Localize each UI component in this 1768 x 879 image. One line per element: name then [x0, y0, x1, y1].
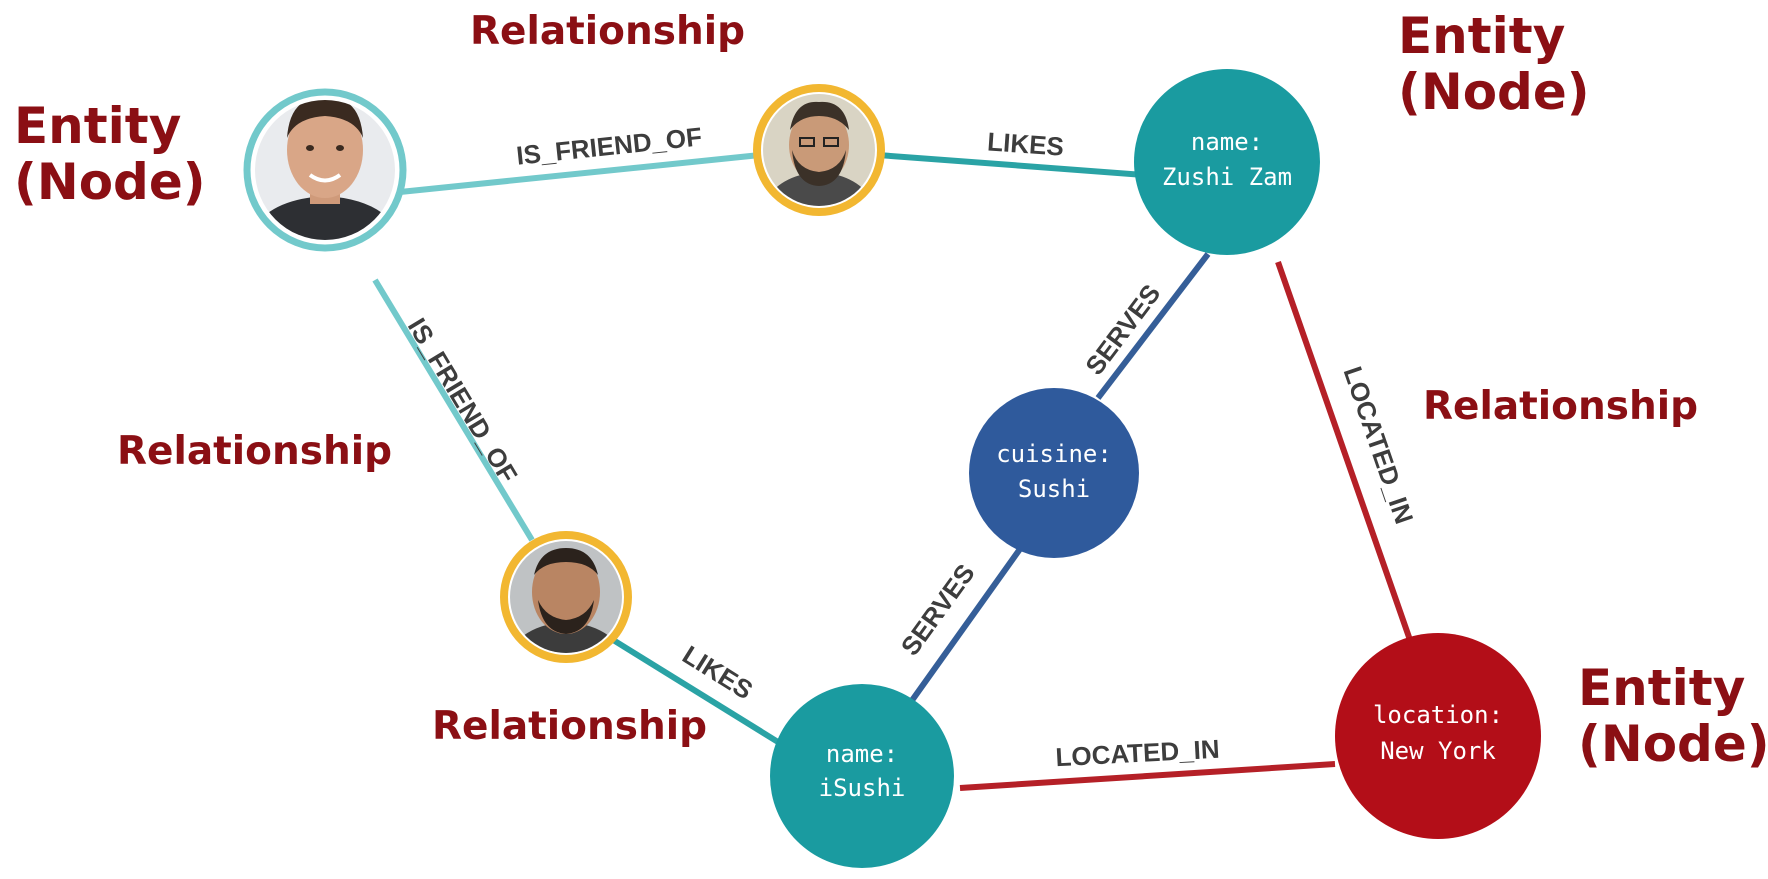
node-isushi-line2: iSushi: [819, 774, 906, 802]
annotation-entity-top-right: Entity (Node): [1398, 7, 1590, 121]
edge-located-in-right: [1275, 261, 1413, 641]
node-location-line2: New York: [1380, 737, 1496, 765]
edge-label-serves-bottom: SERVES: [895, 558, 981, 661]
node-cuisine-line1: cuisine:: [996, 440, 1112, 468]
annotation-relationship-right: Relationship: [1423, 384, 1698, 429]
edge-serves-bottom: [905, 547, 1023, 708]
annotation-entity-bottom-right: Entity (Node): [1578, 659, 1768, 773]
annotation-relationship-top: Relationship: [470, 9, 745, 54]
cuisine-node-sushi[interactable]: cuisine: Sushi: [969, 388, 1139, 558]
annotation-entity-left: Entity (Node): [14, 97, 206, 211]
node-isushi-line1: name:: [826, 740, 898, 768]
edge-label-is-friend-of-left: IS_FRIEND_OF: [402, 313, 524, 488]
node-zushi-line1: name:: [1191, 128, 1263, 156]
edge-located-in-bottom: [959, 761, 1336, 791]
edge-label-likes-bottom: LIKES: [677, 639, 758, 705]
person-node-3[interactable]: [500, 531, 632, 663]
restaurant-node-isushi[interactable]: name: iSushi: [770, 684, 954, 868]
edge-label-located-in-right: LOCATED_IN: [1338, 363, 1420, 528]
person-node-main[interactable]: [240, 88, 410, 252]
person-photo-icon: [255, 100, 395, 240]
person-node-2[interactable]: [753, 84, 885, 216]
node-location-line1: location:: [1373, 701, 1503, 729]
location-node-new-york[interactable]: location: New York: [1335, 633, 1541, 839]
node-zushi-line2: Zushi Zam: [1162, 163, 1292, 191]
node-cuisine-line2: Sushi: [1018, 475, 1090, 503]
edge-is-friend-of-top: [399, 152, 761, 195]
edge-likes-top: [877, 152, 1159, 179]
annotation-relationship-bottom: Relationship: [432, 704, 707, 749]
edge-is-friend-of-left: [372, 278, 535, 542]
annotation-relationship-left: Relationship: [117, 429, 392, 474]
edge-label-likes-top: LIKES: [986, 126, 1064, 161]
edge-likes-bottom: [608, 635, 780, 745]
restaurant-node-zushi-zam[interactable]: name: Zushi Zam: [1134, 69, 1320, 255]
edge-serves-top: [1095, 252, 1211, 400]
edge-label-located-in-bottom: LOCATED_IN: [1055, 734, 1221, 773]
